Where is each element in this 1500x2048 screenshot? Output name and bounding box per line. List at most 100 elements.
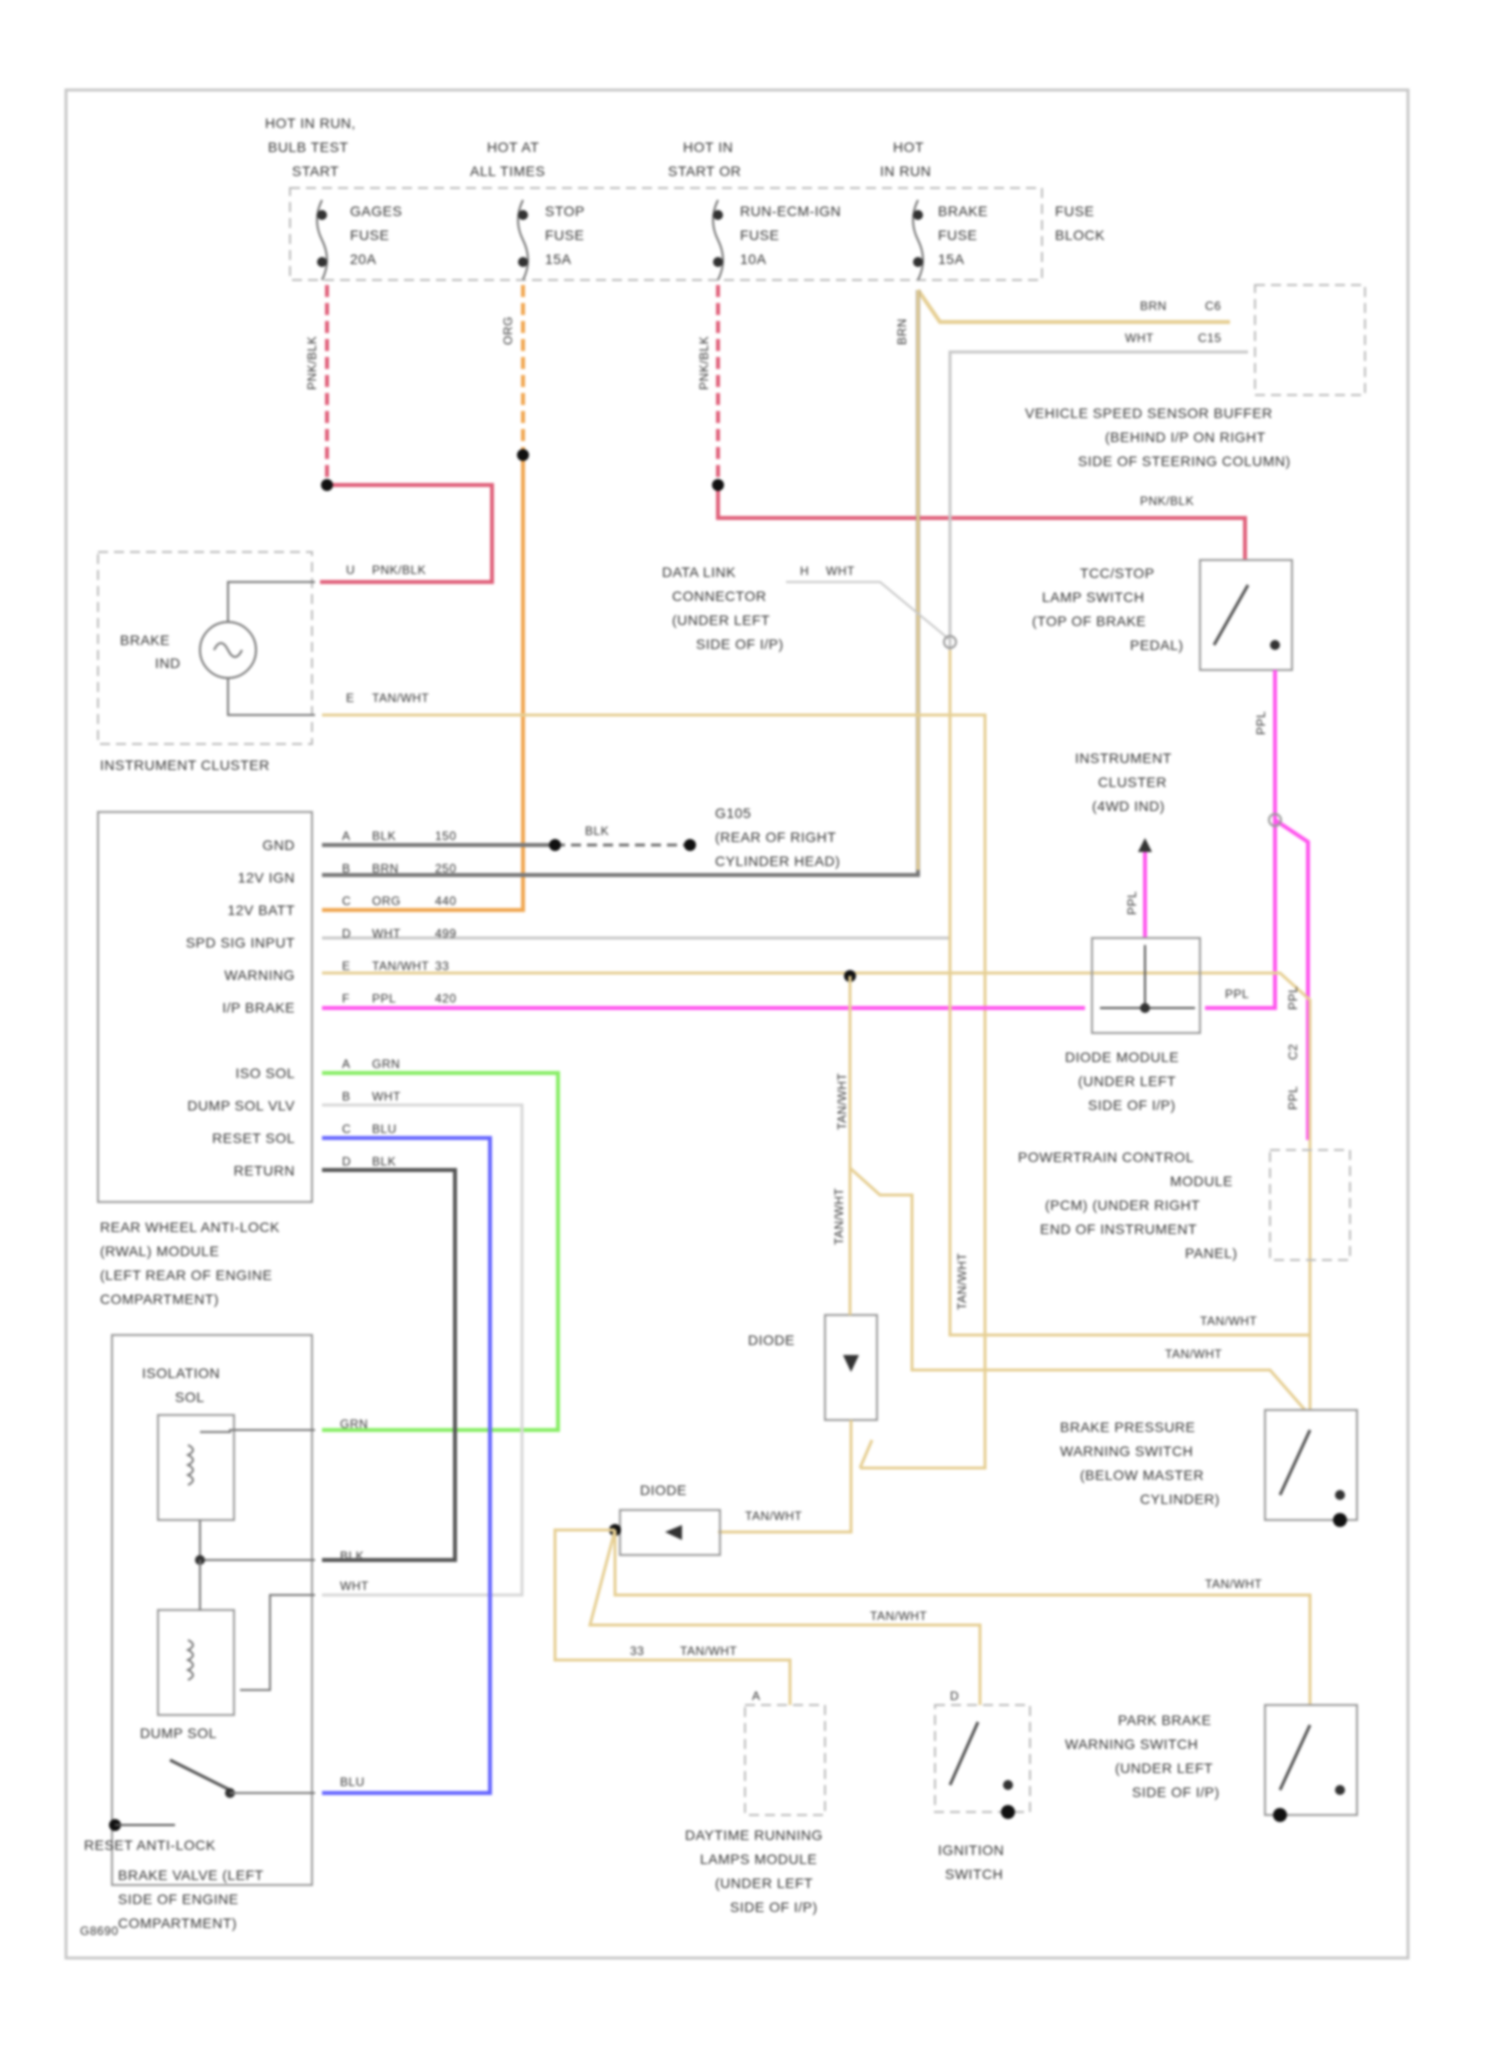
ignition-wire-label: TAN/WHT <box>870 1609 927 1623</box>
bpws-wire-1: TAN/WHT <box>1200 1314 1257 1328</box>
fuse-block-title-1: FUSE <box>1055 203 1094 219</box>
splice-dot-2 <box>517 449 529 461</box>
fuse-2-name-3: 15A <box>545 251 572 267</box>
diode-module-label-1: DIODE MODULE <box>1065 1049 1179 1065</box>
wire-blk-return <box>322 1170 455 1560</box>
center-diode-symbol <box>843 1355 859 1372</box>
ground-splice <box>549 839 561 851</box>
ignition-label-2: SWITCH <box>945 1866 1003 1882</box>
fuse-1-supply-3: START <box>292 163 339 179</box>
drl-module: A DAYTIME RUNNING LAMPS MODULE (UNDER LE… <box>685 1689 825 1915</box>
cluster-pin-u: U <box>346 563 355 577</box>
wire-tan-to-park-brake <box>615 1530 1310 1705</box>
bpws-ground <box>1333 1513 1347 1527</box>
tcc-switch-blade <box>1214 585 1248 645</box>
rwal-pin-id: E <box>342 959 351 973</box>
rwal-pin-circuit: 440 <box>435 894 457 908</box>
fuse-4-supply-2: IN RUN <box>880 163 931 179</box>
dlc-wire: WHT <box>826 564 855 578</box>
wire-label-fuse3: PNK/BLK <box>697 336 711 390</box>
cluster-lamp-lead-top <box>228 582 315 622</box>
fuse-4-name-2: FUSE <box>938 227 977 243</box>
data-link-connector: DATA LINK CONNECTOR (UNDER LEFT SIDE OF … <box>662 564 956 652</box>
bpws-label-4: CYLINDER) <box>1140 1491 1220 1507</box>
drl-label-2: LAMPS MODULE <box>700 1851 817 1867</box>
tcc-wire-out: PPL <box>1254 711 1268 735</box>
fuse-4-bottom-dot <box>913 257 923 267</box>
vss-label-2: (BEHIND I/P ON RIGHT <box>1105 429 1266 445</box>
dump-sol-coil <box>188 1640 193 1680</box>
fuse-2-supply-2: ALL TIMES <box>470 163 545 179</box>
park-brake-contact <box>1335 1785 1345 1795</box>
rwal-pin-circuit: 33 <box>435 959 449 973</box>
fuse-2-name-2: FUSE <box>545 227 584 243</box>
wire-blu-reset-sol <box>322 1138 490 1793</box>
wire-tan-cluster-e-loop <box>860 1440 872 1468</box>
diode-module-label-2: (UNDER LEFT <box>1078 1073 1176 1089</box>
park-brake-ground <box>1273 1808 1287 1822</box>
dlc-label-3: (UNDER LEFT <box>672 612 770 628</box>
fuse-1-name-1: GAGES <box>350 203 402 219</box>
ground-point <box>684 839 696 851</box>
fuse-block-title-2: BLOCK <box>1055 227 1105 243</box>
instrument-cluster-label: INSTRUMENT CLUSTER <box>100 757 270 773</box>
drl-module-box <box>745 1705 825 1815</box>
ground-label-2: (REAR OF RIGHT <box>715 829 836 845</box>
pcm-label-5: PANEL) <box>1185 1245 1238 1261</box>
diode-module-label-3: SIDE OF I/P) <box>1088 1097 1176 1113</box>
pcm-wire-3: PPL <box>1286 1086 1300 1110</box>
rwal-lower-pins: ISO SOLAGRNDUMP SOL VLVBWHTRESET SOLCBLU… <box>187 1057 401 1179</box>
wire-label-fuse1: PNK/BLK <box>305 336 319 390</box>
park-brake-label-3: (UNDER LEFT <box>1115 1760 1213 1776</box>
park-brake-blade <box>1280 1725 1310 1790</box>
fuse-3-bottom-dot <box>713 257 723 267</box>
rwal-pin-id: B <box>342 1090 351 1104</box>
vss-buffer: BRN C6 WHT C15 VEHICLE SPEED SENSOR BUFF… <box>1025 285 1365 469</box>
vss-label-3: SIDE OF STEERING COLUMN) <box>1078 453 1291 469</box>
fuse-4-name-3: 15A <box>938 251 965 267</box>
vss-pin-2-wire: WHT <box>1125 331 1154 345</box>
brake-valve-label-1: BRAKE VALVE (LEFT <box>118 1867 264 1883</box>
lower-diode-label: DIODE <box>640 1482 687 1498</box>
cluster-4wd-ind: INSTRUMENT CLUSTER (4WD IND) PPL <box>1075 750 1172 938</box>
fuse-1-supply-1: HOT IN RUN, <box>265 115 356 131</box>
rwal-pin-circuit: 250 <box>435 862 457 876</box>
vss-pin-1-id: C6 <box>1205 299 1221 313</box>
bpws-wire-2: TAN/WHT <box>1165 1347 1222 1361</box>
tcc-label-1: TCC/STOP <box>1080 565 1155 581</box>
ground-label-1: G105 <box>715 805 751 821</box>
pcm-label-3: (PCM) (UNDER RIGHT <box>1045 1197 1200 1213</box>
fuse-3-name-2: FUSE <box>740 227 779 243</box>
cluster-4wd-label-1: INSTRUMENT <box>1075 750 1172 766</box>
ignition-switch-contact <box>1003 1780 1013 1790</box>
ignition-switch-blade <box>950 1722 978 1785</box>
fuse-4-top-dot <box>913 210 923 220</box>
valve-wire-wht: WHT <box>340 1579 369 1593</box>
drl-pin: A <box>752 1689 761 1703</box>
tan-vertical-label-3: TAN/WHT <box>955 1253 969 1310</box>
wire-brn-to-vss <box>918 290 1230 322</box>
bpws-label-3: (BELOW MASTER <box>1080 1467 1204 1483</box>
valve-internal-2 <box>200 1520 315 1560</box>
drl-label-1: DAYTIME RUNNING <box>685 1827 823 1843</box>
tan-vertical-label-1: TAN/WHT <box>835 1073 849 1130</box>
diode-module-dot <box>1140 1003 1150 1013</box>
ignition-switch: D IGNITION SWITCH <box>935 1689 1030 1882</box>
ground-g105: BLK G105 (REAR OF RIGHT CYLINDER HEAD) <box>322 805 840 869</box>
cluster-pin-u-wire: PNK/BLK <box>372 563 426 577</box>
ignition-label-1: IGNITION <box>938 1842 1004 1858</box>
splice-dot-3 <box>712 479 724 491</box>
valve-wire-blu: BLU <box>340 1775 365 1789</box>
rwal-pin-id: A <box>342 1057 351 1071</box>
rwal-module: REAR WHEEL ANTI-LOCK (RWAL) MODULE (LEFT… <box>98 812 312 1307</box>
dlc-pin: H <box>800 564 809 578</box>
cluster-4wd-label-3: (4WD IND) <box>1092 798 1165 814</box>
dump-sol-label: DUMP SOL <box>140 1725 217 1741</box>
pcm-wire-2: C2 <box>1286 1044 1300 1060</box>
fuse-2-name-1: STOP <box>545 203 585 219</box>
rwal-pin-id: B <box>342 862 351 876</box>
rwal-pin-wire: WHT <box>372 1090 401 1104</box>
fuse-block: FUSE BLOCK HOT IN RUN, BULB TEST START G… <box>265 115 1105 280</box>
isolation-sol-label-1: ISOLATION <box>142 1365 220 1381</box>
dump-sol-box <box>158 1610 234 1715</box>
